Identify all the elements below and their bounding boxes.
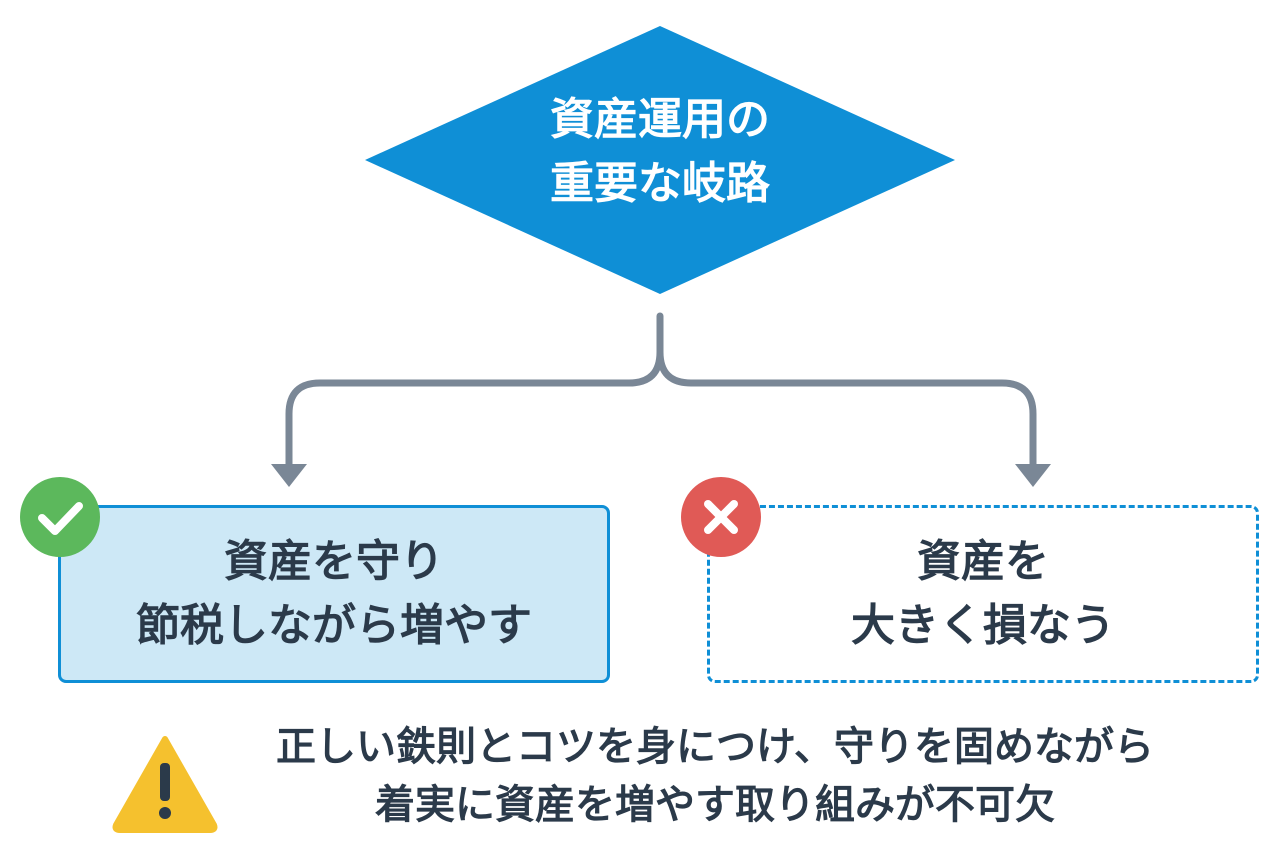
- arrowhead-left: [271, 464, 307, 487]
- note-line-1: 正しい鉄則とコツを身につけ、守りを固めながら: [276, 724, 1154, 770]
- decision-line-2: 重要な岐路: [550, 158, 770, 209]
- decision-label: 資産運用の 重要な岐路: [430, 88, 890, 216]
- check-icon: [20, 477, 100, 557]
- decision-line-1: 資産運用の: [550, 94, 770, 145]
- note-text: 正しい鉄則とコツを身につけ、守りを固めながら 着実に資産を増やす取り組みが不可欠: [220, 718, 1210, 834]
- arrowhead-right: [1015, 464, 1051, 487]
- note-line-2: 着実に資産を増やす取り組みが不可欠: [375, 782, 1055, 828]
- good-option-line-2: 節税しながら増やす: [136, 600, 532, 651]
- cross-icon: [681, 477, 761, 557]
- bad-option-box: 資産を 大きく損なう: [707, 505, 1259, 683]
- brace-connector: [285, 312, 1037, 470]
- decision-diamond: [365, 26, 955, 294]
- warning-icon: [110, 733, 220, 833]
- good-option-box: 資産を守り 節税しながら増やす: [58, 505, 610, 683]
- bad-option-line-1: 資産を: [917, 536, 1049, 587]
- good-option-line-1: 資産を守り: [224, 536, 444, 587]
- bad-option-line-2: 大きく損なう: [851, 600, 1115, 651]
